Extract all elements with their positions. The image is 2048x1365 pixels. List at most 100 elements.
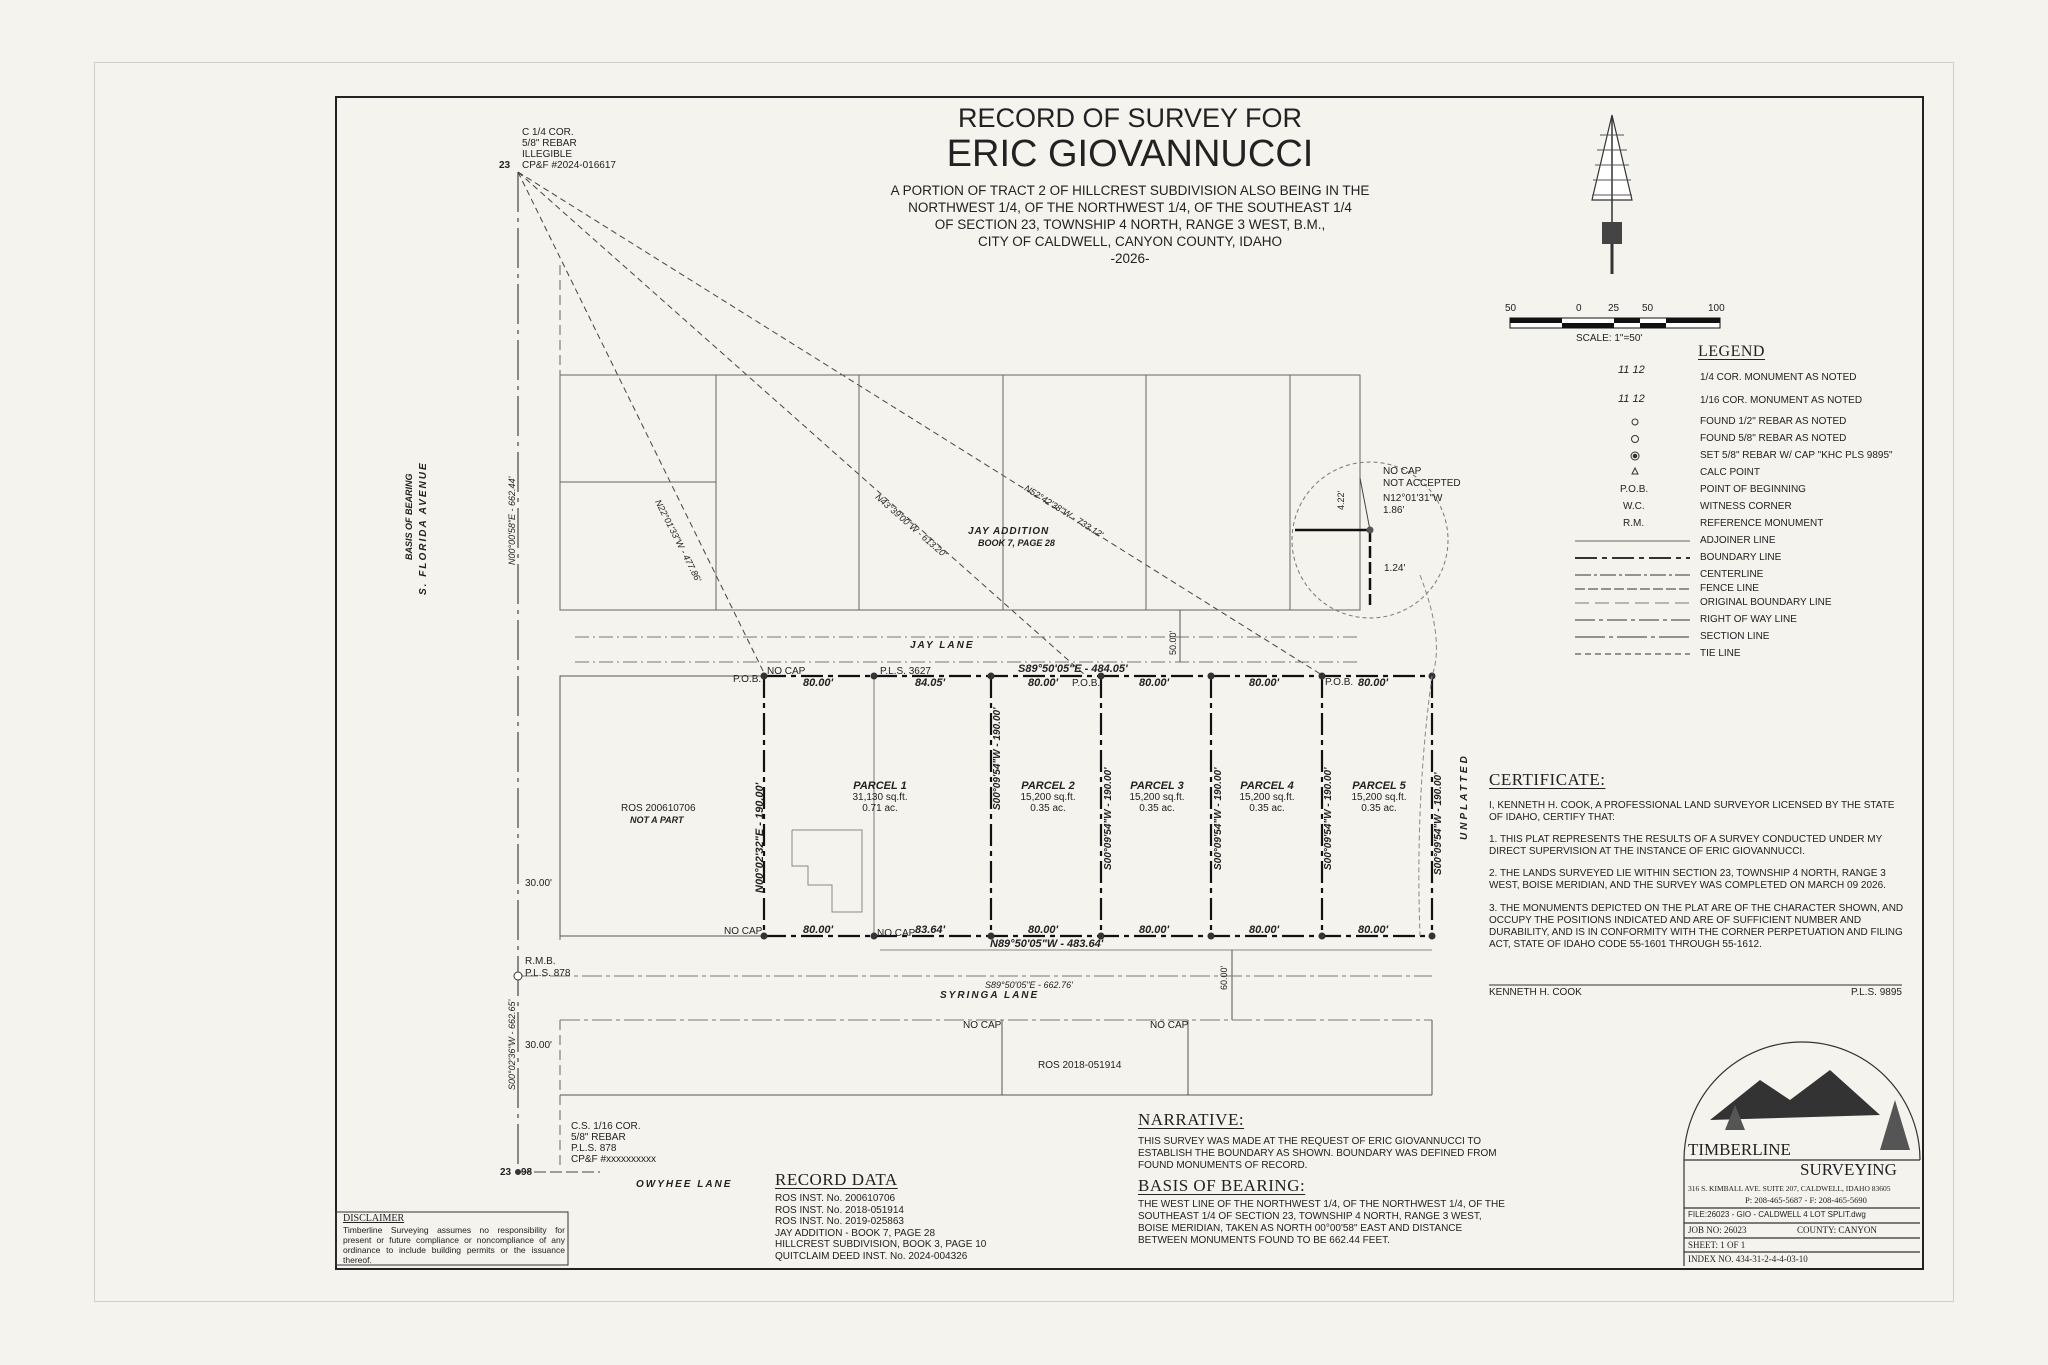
legend-item: REFERENCE MONUMENT	[1700, 518, 1824, 529]
parcel-acres: 0.35 ac.	[1030, 803, 1066, 814]
legend-title: LEGEND	[1698, 343, 1765, 360]
west-bearing: N00°02'32"E - 190.00'	[754, 782, 766, 893]
parcel-name: PARCEL 4	[1240, 780, 1294, 792]
record-item: HILLCREST SUBDIVISION, BOOK 3, PAGE 10	[775, 1239, 987, 1250]
ros-left-label: ROS 200610706	[621, 803, 696, 814]
rmb-note: R.M.B. P.L.S. 878	[525, 956, 570, 980]
parcel-acres: 0.35 ac.	[1361, 803, 1397, 814]
pls-label: P.L.S. 3627	[880, 666, 931, 677]
top-dim: 80.00'	[1249, 677, 1280, 689]
sheet-number: SHEET: 1 OF 1	[1688, 1240, 1746, 1250]
top-dim: 80.00'	[1028, 677, 1059, 689]
parcel-name: PARCEL 3	[1130, 780, 1184, 792]
jay-lane-label: JAY LANE	[910, 640, 975, 651]
lot-bearing: S00°09'54"W - 190.00'	[992, 707, 1003, 810]
desc-line: OF SECTION 23, TOWNSHIP 4 NORTH, RANGE 3…	[934, 217, 1326, 232]
scale-label: SCALE: 1"=50'	[1576, 333, 1643, 344]
top-dim: 80.00'	[1139, 677, 1170, 689]
basis-title: BASIS OF BEARING:	[1138, 1176, 1306, 1195]
record-item: ROS INST. No. 2018-051914	[775, 1204, 904, 1216]
unplatted-label: UNPLATTED	[1459, 753, 1470, 840]
top-dim: 84.05'	[915, 677, 946, 689]
detail-dim: 4.22'	[1336, 490, 1346, 510]
company-name-1: TIMBERLINE	[1688, 1140, 1791, 1159]
syringa-width: 60.00'	[1219, 965, 1229, 990]
scale-tick: 50	[1642, 303, 1654, 314]
desc-line: A PORTION OF TRACT 2 OF HILLCREST SUBDIV…	[890, 183, 1370, 198]
legend-item: RIGHT OF WAY LINE	[1700, 614, 1797, 625]
company-address: 316 S. KIMBALL AVE. SUITE 207, CALDWELL,…	[1688, 1184, 1891, 1193]
surveyor-name: KENNETH H. COOK	[1489, 987, 1582, 998]
scale-tick: 25	[1608, 303, 1620, 314]
parcel-5: PARCEL 5 15,200 sq.ft. 0.35 ac.	[1349, 780, 1409, 814]
parcel-acres: 0.71 ac.	[862, 803, 898, 814]
legend-item: ADJOINER LINE	[1700, 535, 1776, 546]
title-line2: ERIC GIOVANNUCCI	[946, 133, 1314, 175]
note-line: P.L.S. 878	[571, 1143, 617, 1154]
note-line: N12°01'31"W	[1383, 493, 1443, 504]
bottom-dim: 83.64'	[915, 924, 946, 936]
note-line: P.L.S. 878	[525, 968, 571, 979]
note-line: NO CAP	[1383, 466, 1422, 477]
record-item: ROS INST. No. 200610706	[775, 1193, 896, 1204]
parcel-sqft: 15,200 sq.ft.	[1020, 792, 1076, 803]
record-item: QUITCLAIM DEED INST. No. 2024-004326	[775, 1250, 968, 1262]
legend-item: POINT OF BEGINNING	[1700, 484, 1806, 495]
file-name: FILE:26023 - GIO - CALDWELL 4 LOT SPLIT.…	[1688, 1210, 1866, 1219]
top-dim: 80.00'	[1358, 677, 1389, 689]
drawing-sheet	[94, 62, 1954, 1302]
legend-symbol: R.M.	[1623, 518, 1645, 529]
florida-avenue-label: S. FLORIDA AVENUE	[418, 461, 429, 595]
bottom-dim: 80.00'	[1139, 924, 1170, 936]
lot-bearing: S00°09'54"W - 190.00'	[1213, 767, 1224, 870]
legend-item: BOUNDARY LINE	[1700, 552, 1782, 563]
scale-tick: 100	[1708, 303, 1725, 314]
detail-note: NO CAP NOT ACCEPTED	[1383, 466, 1461, 490]
scale-tick: 50	[1505, 303, 1517, 314]
legend-item: FENCE LINE	[1700, 583, 1759, 594]
parcel-acres: 0.35 ac.	[1139, 803, 1175, 814]
lot-bearing: S00°09'54"W - 190.00'	[1433, 772, 1444, 875]
north-bearing: S89°50'05"E - 484.05'	[1018, 663, 1128, 675]
title-description: A PORTION OF TRACT 2 OF HILLCREST SUBDIV…	[850, 182, 1410, 267]
county: COUNTY: CANYON	[1797, 1225, 1877, 1235]
north-arrow-icon	[1591, 114, 1633, 274]
basis-of-bearing-label: BASIS OF BEARING	[404, 473, 414, 560]
desc-line: NORTHWEST 1/4, OF THE NORTHWEST 1/4, OF …	[908, 200, 1352, 215]
note-line: C.S. 1/16 COR.	[571, 1121, 641, 1132]
desc-line: CITY OF CALDWELL, CANYON COUNTY, IDAHO	[977, 234, 1283, 249]
legend-symbol: P.O.B.	[1620, 484, 1649, 495]
top-dim: 80.00'	[803, 677, 834, 689]
scale-tick: 0	[1576, 303, 1582, 314]
parcel-name: PARCEL 2	[1021, 780, 1075, 792]
index-number: INDEX NO. 434-31-2-4-4-03-10	[1688, 1254, 1808, 1264]
record-item: ROS INST. No. 2019-025863	[775, 1216, 904, 1227]
certificate-p3: 3. THE MONUMENTS DEPICTED ON THE PLAT AR…	[1489, 903, 1904, 950]
bottom-dim: 80.00'	[1028, 924, 1059, 936]
parcel-sqft: 15,200 sq.ft.	[1239, 792, 1295, 803]
legend-item: WITNESS CORNER	[1700, 501, 1792, 512]
parcel-1: PARCEL 1 31,130 sq.ft. 0.71 ac.	[850, 780, 910, 814]
parcel-acres: 0.35 ac.	[1249, 803, 1285, 814]
jay-lane-width: 50.00'	[1168, 630, 1178, 655]
note-line: 5/8" REBAR	[571, 1132, 626, 1143]
no-cap-label: NO CAP	[877, 928, 916, 939]
company-phone: P: 208-465-5687 - F: 208-465-5690	[1745, 1195, 1867, 1205]
lot-bearing: S00°09'54"W - 190.00'	[1103, 767, 1114, 870]
parcel-sqft: 31,130 sq.ft.	[852, 792, 908, 803]
record-data-title: RECORD DATA	[775, 1170, 898, 1189]
row-width: 30.00'	[525, 878, 552, 889]
drawing-frame	[335, 96, 1924, 1270]
parcel-sqft: 15,200 sq.ft.	[1351, 792, 1407, 803]
note-line: 1.86'	[1383, 505, 1405, 516]
bottom-dim: 80.00'	[1249, 924, 1280, 936]
section-number: 23	[499, 160, 511, 171]
no-cap-label: NO CAP	[767, 666, 806, 677]
detail-bearing: N12°01'31"W 1.86'	[1383, 493, 1443, 517]
legend-symbol: 11 12	[1618, 393, 1645, 405]
legend-symbol: 11 12	[1618, 364, 1645, 376]
legend-symbol: W.C.	[1623, 501, 1645, 512]
surveyor-pls: P.L.S. 9895	[1851, 987, 1902, 998]
legend-item: 1/16 COR. MONUMENT AS NOTED	[1700, 395, 1863, 406]
